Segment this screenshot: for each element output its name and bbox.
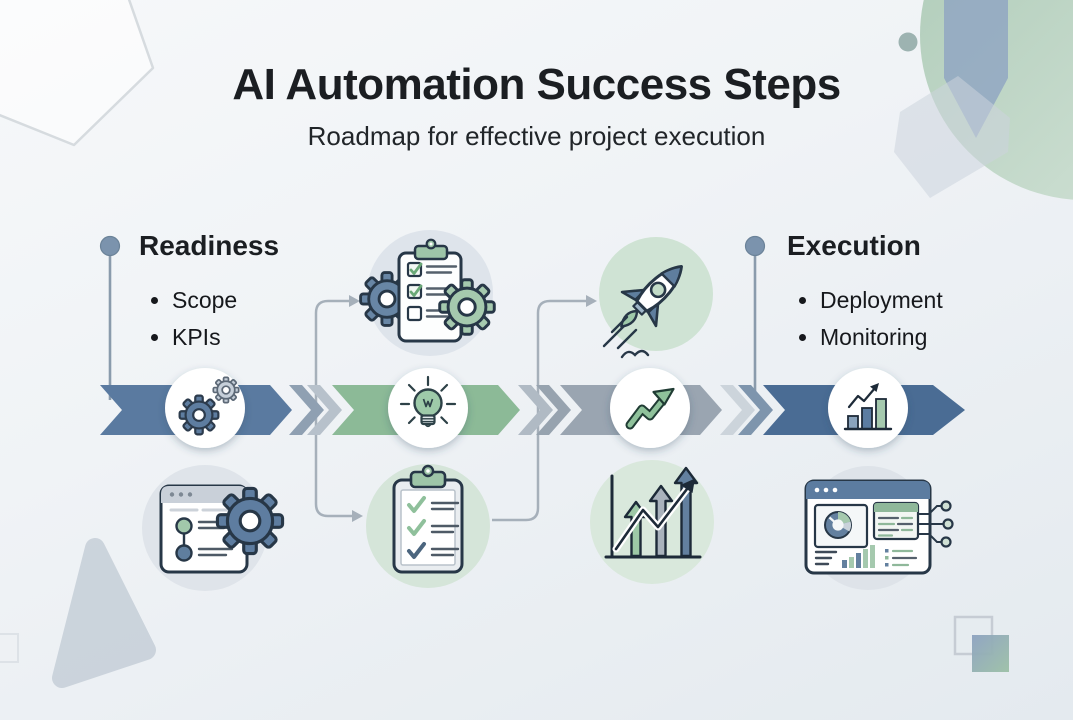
mini-bar-chart-icon — [842, 545, 875, 568]
execution-label: Execution — [787, 230, 921, 261]
bullet-item: Deployment — [820, 282, 943, 319]
bullet-item: Scope — [172, 282, 237, 319]
analytics-dashboard-icon — [804, 466, 954, 590]
connector-validate-to-launch — [492, 299, 586, 522]
decoration-bottom-left-triangle — [0, 538, 156, 688]
readiness-milestone-dot — [99, 235, 121, 257]
milestone-stems — [108, 250, 757, 400]
growth-chart-icon — [590, 460, 714, 584]
bullet-item: Monitoring — [820, 319, 943, 356]
circuit-connectors — [918, 500, 954, 548]
chevron-separator — [289, 385, 324, 435]
execution-bullets: Deployment Monitoring — [796, 282, 943, 356]
rocket-speed-lines — [602, 315, 650, 359]
decoration-top-right-shapes — [894, 0, 1073, 200]
decoration-bottom-right-squares — [953, 615, 1009, 672]
arrowhead-to-clipboard-icon — [349, 295, 360, 307]
gray-ribbon-shape — [894, 76, 1010, 198]
page-title: AI Automation Success Steps — [232, 60, 841, 109]
checklist-icon — [366, 464, 490, 588]
rocket-launch-icon — [599, 237, 713, 359]
chevron-separator — [536, 385, 571, 435]
chevron-separator — [518, 385, 553, 435]
donut-chart-icon — [824, 511, 852, 539]
green-gear-icon — [438, 278, 496, 336]
chevron-separator — [738, 385, 773, 435]
gradient-square-shape — [972, 635, 1009, 672]
small-circle-shape — [898, 32, 918, 52]
chevron-separator — [307, 385, 342, 435]
timeline-nodes — [165, 368, 908, 448]
connector-arrowheads — [349, 295, 597, 522]
page-subtitle: Roadmap for effective project execution — [307, 121, 766, 151]
readiness-bullets: Scope KPIs — [148, 282, 237, 356]
readiness-label: Readiness — [139, 230, 280, 261]
browser-automation-icon — [142, 465, 285, 591]
bullet-item: KPIs — [172, 319, 237, 356]
execution-milestone-dot — [744, 235, 766, 257]
arrowhead-to-checklist-icon — [352, 510, 363, 522]
node-circle-trend-arrow — [610, 368, 690, 448]
trend-arrow-icon — [625, 387, 675, 430]
clipboard-tasks-icon — [359, 230, 496, 356]
lightbulb-icon — [399, 375, 457, 428]
decoration-top-left-pentagon — [0, 0, 155, 147]
arrowhead-to-rocket-icon — [586, 295, 597, 307]
chevron-separator — [720, 385, 755, 435]
bar-chart-icon — [843, 383, 893, 431]
automation-gear-icon — [215, 486, 285, 556]
